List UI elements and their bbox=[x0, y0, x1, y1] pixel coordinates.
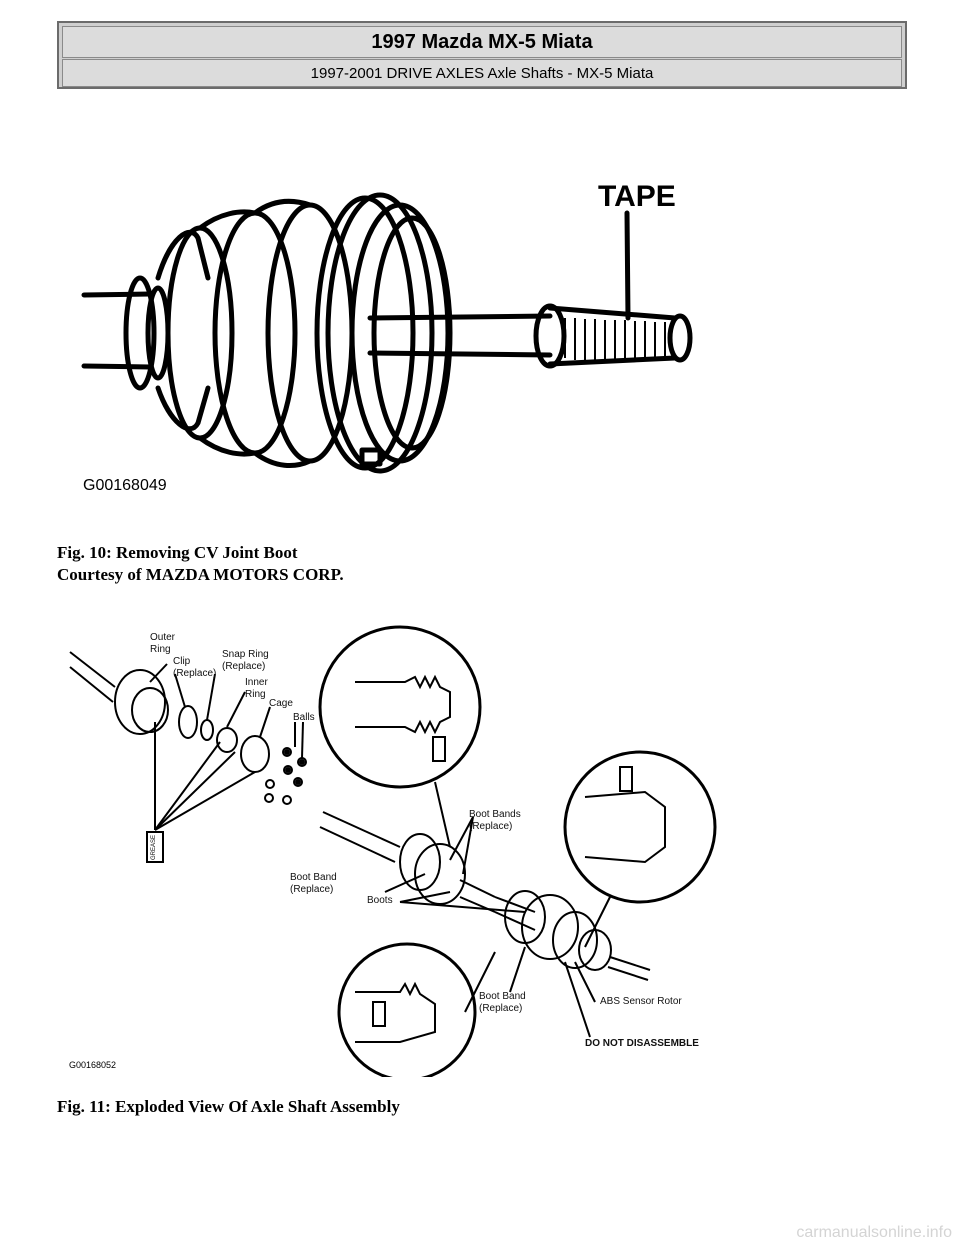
footer-watermark: carmanualsonline.info bbox=[796, 1224, 952, 1241]
document-title: 1997 Mazda MX-5 Miata bbox=[62, 26, 902, 58]
label-boot-band-left-2: (Replace) bbox=[290, 884, 333, 895]
figure-10-title: Fig. 10: Removing CV Joint Boot bbox=[57, 543, 298, 562]
label-outer-ring-1: Outer bbox=[150, 632, 176, 643]
footer: carmanualsonline.info bbox=[0, 1224, 960, 1242]
document-header: 1997 Mazda MX-5 Miata 1997-2001 DRIVE AX… bbox=[57, 21, 907, 89]
figure-11-title: Fig. 11: Exploded View Of Axle Shaft Ass… bbox=[57, 1097, 400, 1116]
label-inner-ring-1: Inner bbox=[245, 677, 268, 688]
label-clip-2: (Replace) bbox=[173, 668, 216, 679]
tape-label: TAPE bbox=[598, 180, 676, 213]
label-balls: Balls bbox=[293, 712, 315, 723]
label-outer-ring-2: Ring bbox=[150, 644, 171, 655]
figure-10-illustration: TAPE G00168049 bbox=[81, 180, 693, 494]
figure-11-illustration: Outer Ring Clip (Replace) Snap Ring (Rep… bbox=[69, 625, 717, 1077]
figure-11-caption: Fig. 11: Exploded View Of Axle Shaft Ass… bbox=[57, 1096, 400, 1118]
label-inner-ring-2: Ring bbox=[245, 689, 266, 700]
label-boot-band-bottom-1: Boot Band bbox=[479, 991, 526, 1002]
figure-10-credit: Courtesy of MAZDA MOTORS CORP. bbox=[57, 565, 344, 584]
label-cage: Cage bbox=[269, 698, 293, 709]
figure-10-caption: Fig. 10: Removing CV Joint Boot Courtesy… bbox=[57, 542, 344, 586]
document-subtitle: 1997-2001 DRIVE AXLES Axle Shafts - MX-5… bbox=[62, 59, 902, 87]
figure-10-code: G00168049 bbox=[83, 477, 167, 494]
label-boot-bands-1: Boot Bands bbox=[469, 809, 521, 820]
label-do-not-disassemble: DO NOT DISASSEMBLE bbox=[585, 1038, 699, 1049]
label-boot-band-bottom-2: (Replace) bbox=[479, 1003, 522, 1014]
label-boot-bands-2: (Replace) bbox=[469, 821, 512, 832]
label-clip-1: Clip bbox=[173, 656, 191, 667]
label-abs-sensor-rotor: ABS Sensor Rotor bbox=[600, 996, 682, 1007]
label-boot-band-left-1: Boot Band bbox=[290, 872, 337, 883]
label-snap-ring-2: (Replace) bbox=[222, 661, 265, 672]
label-snap-ring-1: Snap Ring bbox=[222, 649, 269, 660]
label-boots: Boots bbox=[367, 895, 393, 906]
grease-label: GREASE bbox=[151, 835, 157, 860]
figure-11-code: G00168052 bbox=[69, 1060, 116, 1070]
